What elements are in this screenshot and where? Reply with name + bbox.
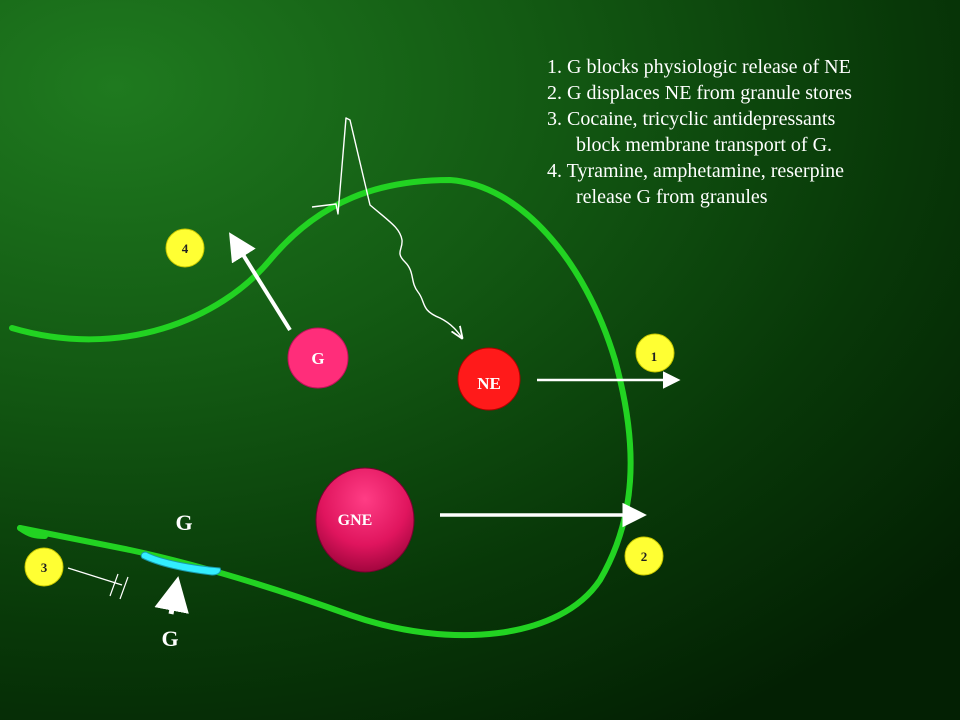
arrow-g-uptake [154, 576, 189, 615]
g-molecule-circle [287, 327, 349, 389]
note-3: 3. Cocaine, tricyclic antidepressants bl… [547, 106, 852, 158]
mechanism-notes: 1. G blocks physiologic release of NE 2.… [547, 54, 852, 210]
g-molecule-label: G [311, 349, 324, 368]
block-bar-1 [109, 573, 119, 597]
ne-molecule-label: NE [477, 374, 501, 393]
membrane-upper [9, 176, 634, 639]
membrane-lower-edge [17, 525, 48, 539]
block-bar-2 [119, 576, 129, 600]
note-4-continuation: release G from granules [576, 186, 768, 208]
note-2-text: 2. G displaces NE from granule stores [547, 82, 852, 104]
marker-3-circle [24, 547, 64, 587]
note-4: 4. Tyramine, amphetamine, reserpine rele… [547, 158, 852, 210]
membrane-transporter [140, 551, 221, 576]
marker-4-circle [165, 228, 205, 268]
gne-granule [315, 467, 415, 573]
marker-4-label: 4 [182, 241, 189, 256]
arrow-g-release-from-granules [229, 232, 292, 332]
g-outside-label: G [161, 626, 178, 651]
note-1-text: 1. G blocks physiologic release of NE [547, 56, 851, 78]
block-line [67, 567, 123, 586]
marker-1-label: 1 [651, 349, 658, 364]
marker-2-label: 2 [641, 549, 648, 564]
note-3-text: 3. Cocaine, tricyclic antidepressants [547, 108, 836, 130]
note-2: 2. G displaces NE from granule stores [547, 80, 852, 106]
g-near-transporter-label: G [175, 510, 192, 535]
gne-granule-label: GNE [338, 512, 373, 529]
ne-molecule-circle [457, 347, 521, 411]
marker-1-circle [635, 333, 675, 373]
note-4-text: 4. Tyramine, amphetamine, reserpine [547, 160, 845, 182]
marker-2-circle [624, 536, 664, 576]
marker-3-label: 3 [41, 560, 48, 575]
note-1: 1. G blocks physiologic release of NE [547, 54, 852, 80]
impulse-line [311, 117, 462, 338]
note-3-continuation: block membrane transport of G. [576, 134, 833, 156]
